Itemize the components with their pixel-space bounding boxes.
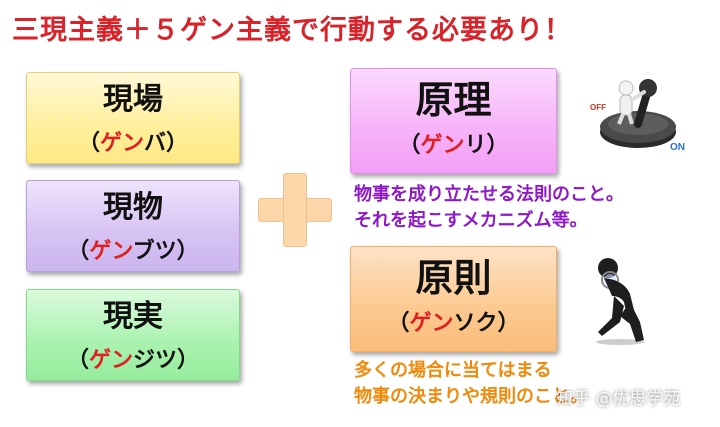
watermark: 知乎 @优思学苑	[556, 389, 681, 409]
genjitsu-reading: （ゲンジツ）	[66, 348, 200, 373]
switch-figure-icon: OFF ON	[590, 79, 685, 153]
genri-title: 原理	[415, 78, 492, 122]
genri-description: 物事を成り立たせる法則のこと。 それを起こすメカニズム等。	[354, 184, 624, 231]
genba-title: 現場	[103, 82, 163, 117]
genbutsu-box: 現物 （ゲンブツ）	[26, 180, 240, 272]
genri-box: 原理 （ゲンリ）	[350, 68, 557, 174]
genba-reading: （ゲンバ）	[77, 131, 189, 156]
genbutsu-reading: （ゲンブツ）	[67, 239, 199, 264]
page-title: 三現主義＋５ゲン主義で行動する必要あり！	[12, 15, 572, 46]
gensoku-box: 原則 （ゲンソク）	[350, 246, 557, 352]
genbutsu-title: 現物	[103, 190, 163, 225]
gensoku-description: 多くの場合に当てはまる 物事の決まりや規則のこと。	[354, 360, 588, 407]
gensoku-reading: （ゲンソク）	[387, 311, 520, 336]
switch-off-label: OFF	[590, 103, 606, 112]
genjitsu-box: 現実 （ゲンジツ）	[26, 289, 240, 381]
magnifier-figure-icon	[596, 258, 644, 345]
switch-on-label: ON	[670, 142, 685, 153]
genba-box: 現場 （ゲンバ）	[26, 72, 240, 164]
gensoku-title: 原則	[415, 256, 492, 300]
genri-reading: （ゲンリ）	[398, 133, 509, 158]
genjitsu-title: 現実	[103, 299, 163, 334]
